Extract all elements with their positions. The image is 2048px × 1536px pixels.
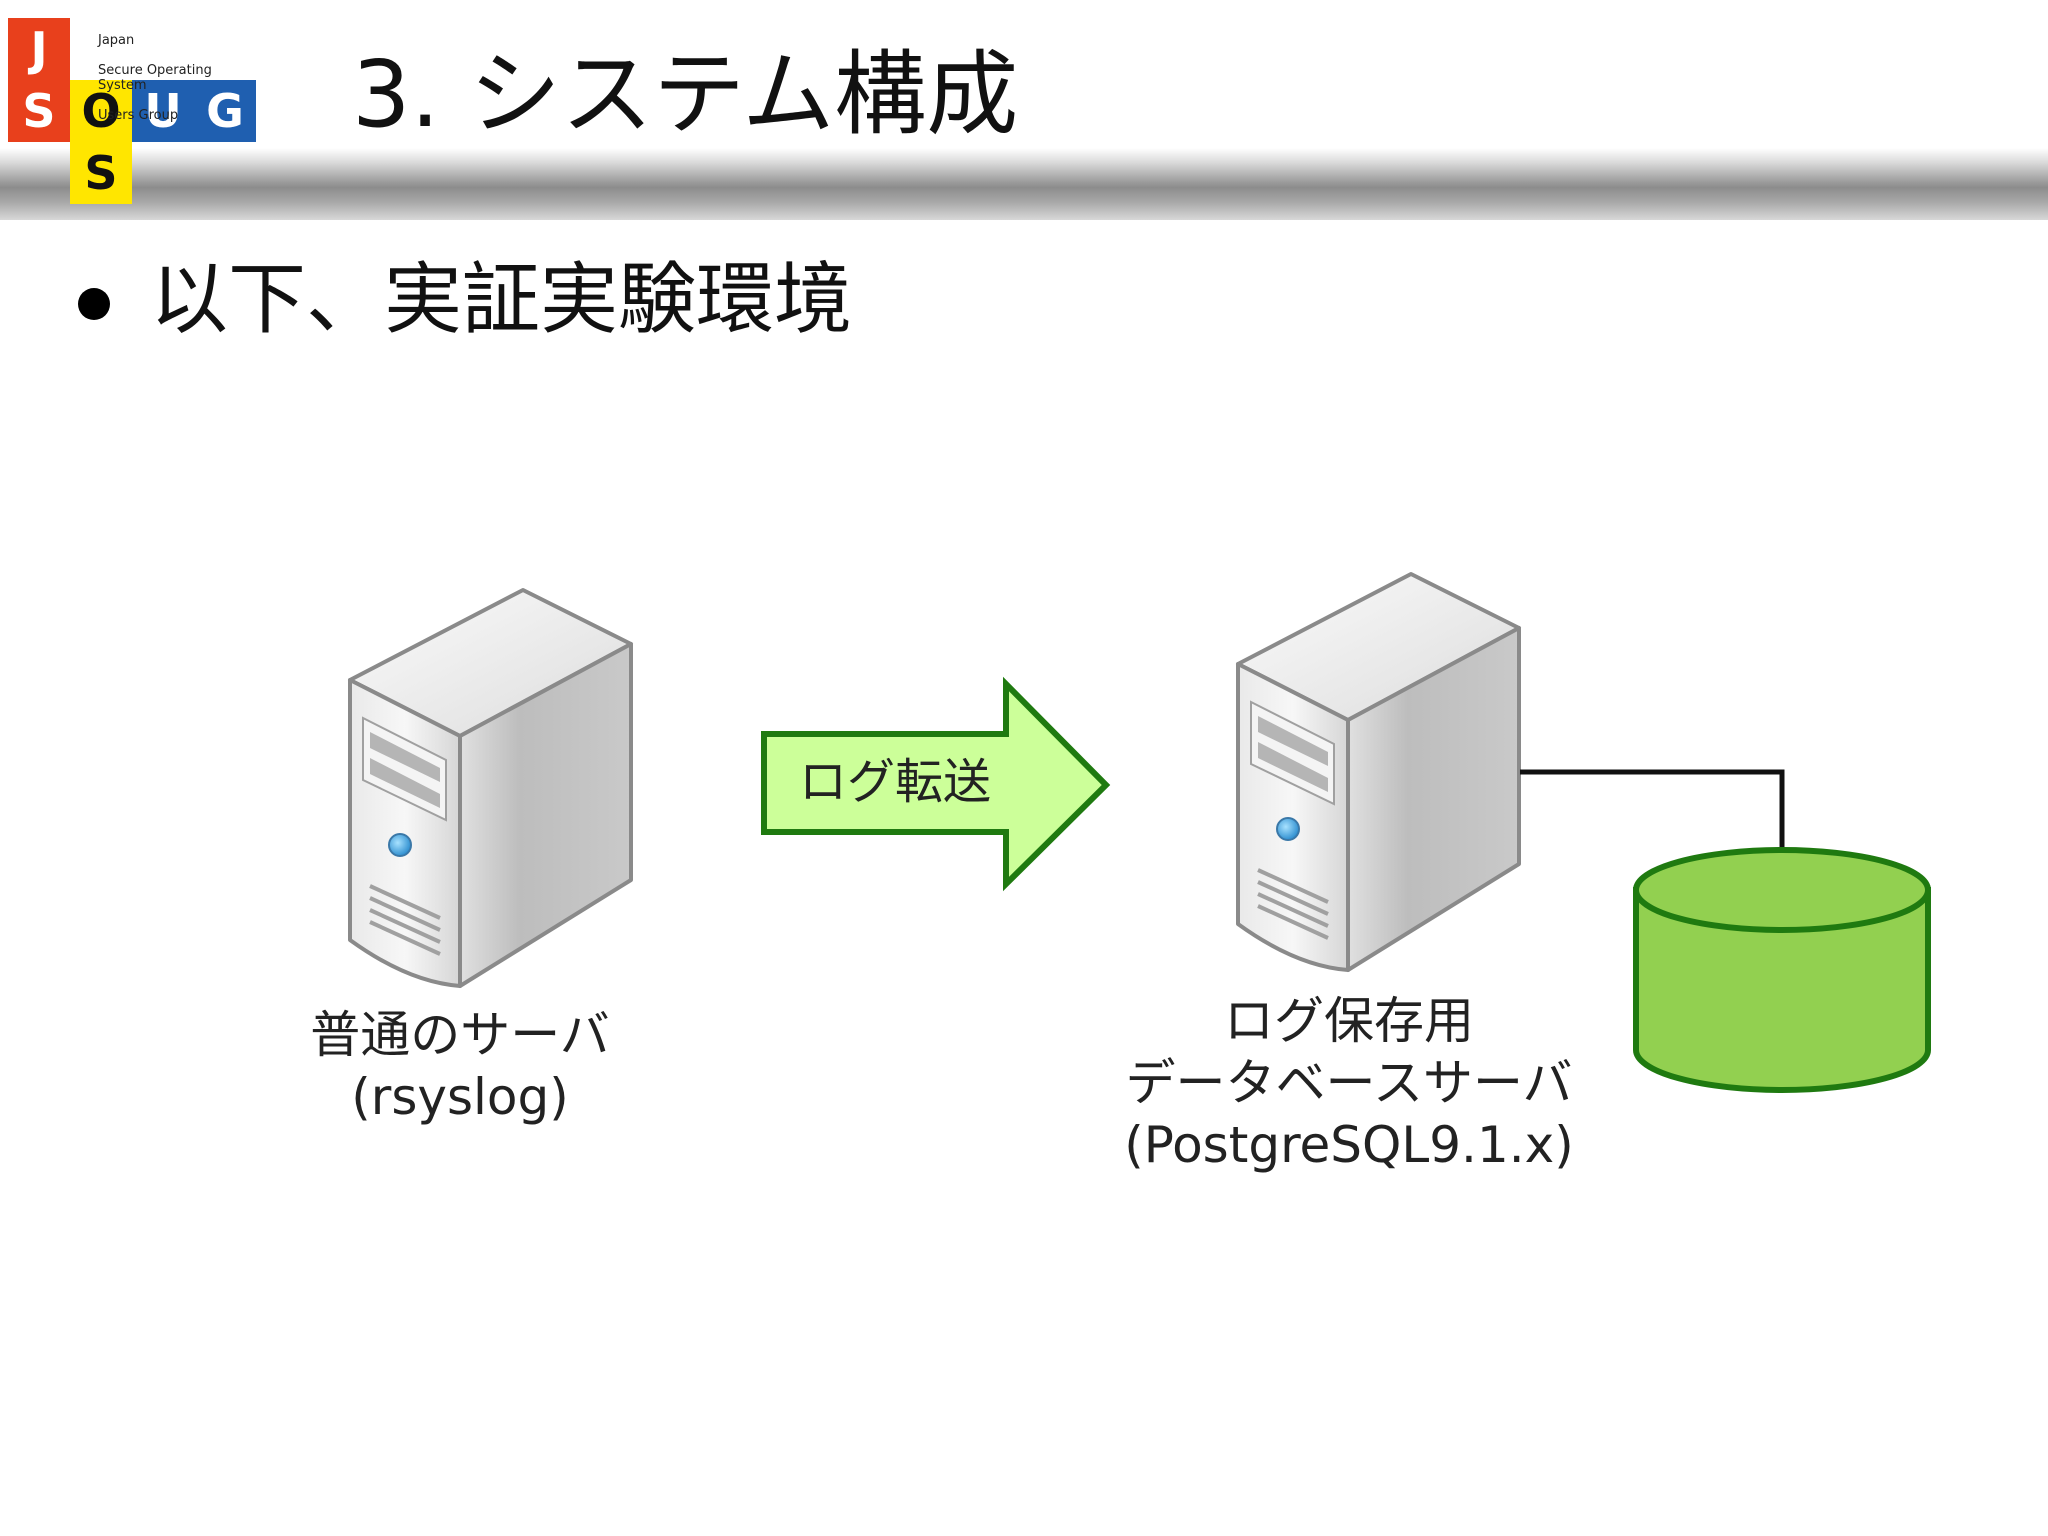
slide-title: 3. システム構成 [352, 41, 1019, 148]
source-server-caption: 普通のサーバ (rsyslog) [270, 1004, 650, 1128]
source-server-software: (rsyslog) [351, 1068, 569, 1126]
logo-caption: Japan Secure Operating System Users Grou… [98, 18, 260, 138]
target-server-label: データベースサーバ [1125, 1054, 1573, 1112]
jsosug-logo: J S O U G S Japan Secure Operating Syste… [8, 18, 260, 208]
source-server-label: 普通のサーバ [310, 1006, 610, 1064]
logo-letter-u: U [132, 80, 194, 142]
arrow-label: ログ転送 [798, 754, 991, 810]
logo-letter-g: G [194, 80, 256, 142]
target-server-caption: ログ保存用 データベースサーバ (PostgreSQL9.1.x) [1094, 990, 1604, 1176]
header-band [0, 148, 2048, 220]
logo-letter-s2: S [70, 142, 132, 204]
target-server-software: (PostgreSQL9.1.x) [1124, 1116, 1574, 1174]
database-cylinder-icon [1633, 847, 1931, 1093]
target-server-icon [1236, 572, 1521, 972]
db-connector-line [1520, 769, 1785, 850]
target-server-purpose: ログ保存用 [1224, 992, 1474, 1050]
bullet-dot-icon [78, 288, 110, 320]
logo-caption-line: Japan [98, 33, 135, 48]
log-transfer-arrow-icon [761, 676, 1111, 892]
logo-letter-s: S [8, 80, 70, 142]
logo-caption-line: Users Group [98, 108, 179, 123]
logo-letter-j: J [8, 18, 70, 80]
arrow-caption: ログ転送 [780, 752, 1010, 812]
source-server-icon [348, 588, 633, 988]
bullet-text: 以下、実証実験環境 [150, 255, 853, 345]
logo-letter-o: O [70, 80, 132, 142]
bullet-item: 以下、実証実験環境 [78, 250, 852, 350]
logo-caption-line: Secure Operating System [98, 63, 212, 93]
